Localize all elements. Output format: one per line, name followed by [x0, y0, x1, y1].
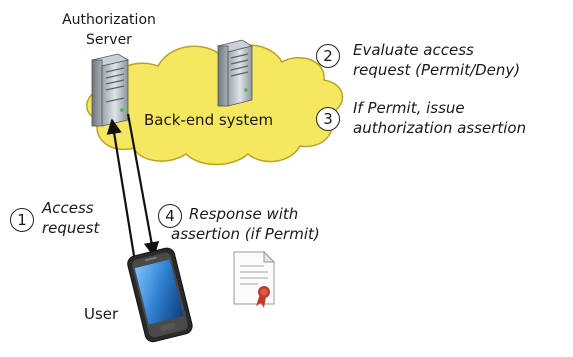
authorization-server-line-1: Authorization — [62, 12, 156, 28]
user-label: User — [84, 305, 119, 323]
step-3-text: If Permit, issue authorization assertion — [353, 98, 526, 138]
step-4-text: Response with assertion (if Permit) — [171, 204, 320, 244]
step-1-line-1: Access — [42, 199, 94, 217]
authorization-server-label: Authorization Server — [58, 10, 160, 50]
certificate-document-icon — [233, 250, 276, 308]
step-2-line-2: request (Permit/Deny) — [353, 61, 521, 79]
authorization-server-line-2: Server — [86, 32, 132, 48]
step-number-3: 3 — [316, 107, 340, 131]
step-4-line-2: assertion (if Permit) — [171, 225, 320, 243]
step-2-line-1: Evaluate access — [353, 41, 474, 59]
arrow-access-request — [106, 118, 137, 263]
step-3-line-1: If Permit, issue — [353, 99, 465, 117]
arrow-response — [126, 113, 160, 258]
smartphone-icon — [127, 247, 193, 343]
step-number-1: 1 — [10, 208, 34, 232]
back-end-system-label: Back-end system — [144, 111, 274, 129]
step-3-line-2: authorization assertion — [353, 119, 527, 137]
server-icon — [90, 53, 130, 127]
step-number-4: 4 — [158, 204, 182, 228]
back-end-server-icon — [216, 39, 254, 107]
step-1-text: Access request — [42, 198, 99, 238]
step-2-text: Evaluate access request (Permit/Deny) — [353, 40, 520, 80]
back-end-cloud — [86, 44, 344, 166]
step-1-line-2: request — [42, 219, 100, 237]
step-number-2: 2 — [316, 44, 340, 68]
step-4-line-1: Response with — [189, 205, 299, 223]
